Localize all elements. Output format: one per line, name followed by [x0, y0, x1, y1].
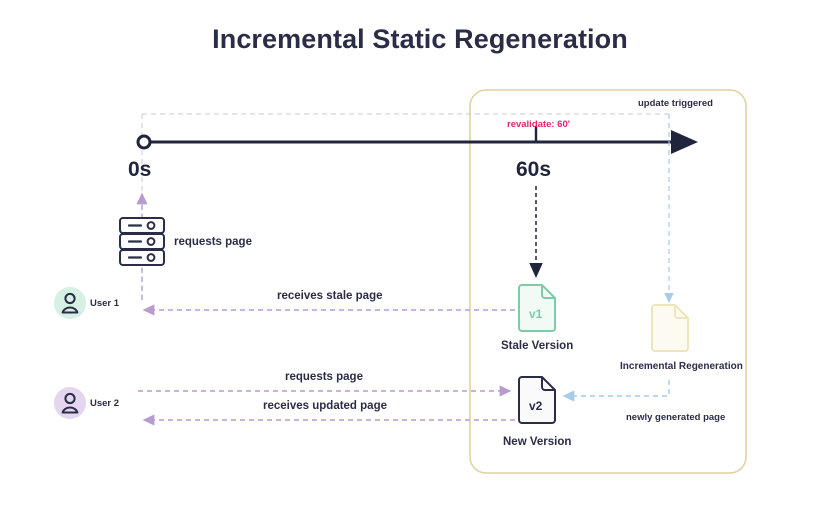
- document-new-caption: New Version: [503, 436, 572, 448]
- timeline-start-marker: [136, 134, 152, 150]
- flow-label-receives-stale-page: receives stale page: [277, 290, 383, 302]
- document-regeneration-caption: Incremental Regeneration: [620, 361, 743, 372]
- page-title: Incremental Static Regeneration: [212, 24, 628, 54]
- avatar-user1: [54, 287, 86, 319]
- user1-label: User 1: [90, 298, 120, 309]
- document-stale-caption: Stale Version: [501, 340, 574, 352]
- timeline-tick-label-60s: 60s: [516, 158, 552, 181]
- user2-label: User 2: [90, 398, 120, 409]
- document-regeneration: [651, 304, 689, 352]
- update-triggered-label: update triggered: [638, 98, 713, 109]
- flow-label-newly-generated-page: newly generated page: [626, 412, 726, 423]
- document-new-v2: [518, 376, 556, 424]
- flow-label-receives-updated-page: receives updated page: [263, 400, 387, 412]
- server-request-label: requests page: [174, 236, 252, 248]
- server-icon: [119, 217, 165, 266]
- document-stale-v1: [518, 284, 556, 332]
- flow-label-requests-page-user2: requests page: [285, 371, 363, 383]
- regeneration-window-box: [469, 89, 747, 474]
- arrow-newly-generated: [562, 380, 670, 402]
- timeline-tick-label-0s: 0s: [128, 158, 152, 181]
- document-new-version-text: v2: [529, 399, 543, 413]
- revalidate-label: revalidate: 60': [507, 119, 570, 130]
- document-stale-version-text: v1: [529, 307, 543, 321]
- avatar-user2: [54, 387, 86, 419]
